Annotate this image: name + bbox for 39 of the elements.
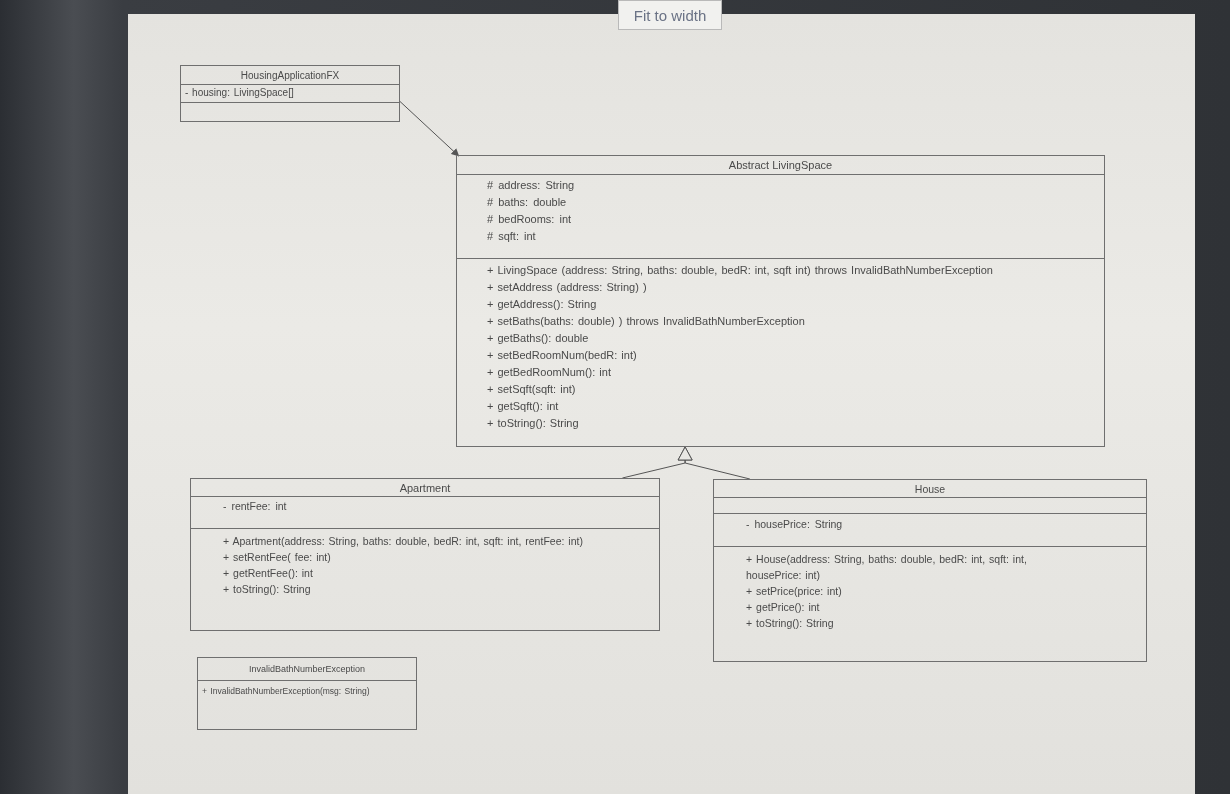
- class-box: [713, 479, 1147, 662]
- member-text: + setSqft(sqft: int): [487, 382, 577, 397]
- member-text: # baths: double: [487, 195, 568, 210]
- member-text: + Apartment(address: String, baths: double, bedR: int, sqft: int, rentFee: int): [223, 534, 584, 549]
- class-box: [456, 155, 1105, 447]
- class-box: [190, 478, 660, 631]
- class-name: Abstract LivingSpace: [727, 158, 834, 173]
- member-text: # sqft: int: [487, 229, 537, 244]
- member-text: + setBedRoomNum(bedR: int): [487, 348, 638, 363]
- association-arrow: [399, 101, 460, 157]
- inheritance-arrow: [677, 446, 751, 480]
- member-text: + toString(): String: [746, 616, 835, 631]
- member-text: - rentFee: int: [223, 499, 288, 514]
- class-name: HousingApplicationFX: [239, 68, 341, 83]
- class-box: [180, 65, 400, 122]
- class-name: House: [913, 481, 947, 497]
- class-name: Apartment: [398, 480, 452, 496]
- class-name: InvalidBathNumberException: [247, 663, 367, 676]
- member-text: + setRentFee( fee: int): [223, 550, 332, 565]
- member-text: # address: String: [487, 178, 576, 193]
- member-text: + toString(): String: [223, 582, 312, 597]
- member-text: + getPrice(): int: [746, 600, 821, 615]
- member-text: + getSqft(): int: [487, 399, 560, 414]
- member-text: + setBaths(baths: double) ) throws InvalidBathNumberException: [487, 314, 806, 329]
- member-text: + setPrice(price: int): [746, 584, 843, 599]
- member-text: - housePrice: String: [746, 517, 844, 532]
- member-text: + toString(): String: [487, 416, 580, 431]
- fit-to-width-button: Fit to width: [618, 0, 722, 30]
- member-text: + getBedRoomNum(): int: [487, 365, 612, 380]
- class-box: [197, 657, 417, 730]
- member-text: # bedRooms: int: [487, 212, 573, 227]
- member-text: + getAddress(): String: [487, 297, 598, 312]
- member-text: + getRentFee(): int: [223, 566, 314, 581]
- member-text: + House(address: String, baths: double, bedR: int, sqft: int, housePrice: int): [746, 552, 1028, 583]
- member-text: - housing: LivingSpace[]: [185, 86, 295, 100]
- member-text: + LivingSpace (address: String, baths: double, bedR: int, sqft int) throws InvalidBathNumberException: [487, 263, 994, 278]
- member-text: + InvalidBathNumberException(msg: String): [202, 685, 371, 697]
- member-text: + setAddress (address: String) ): [487, 280, 648, 295]
- member-text: + getBaths(): double: [487, 331, 590, 346]
